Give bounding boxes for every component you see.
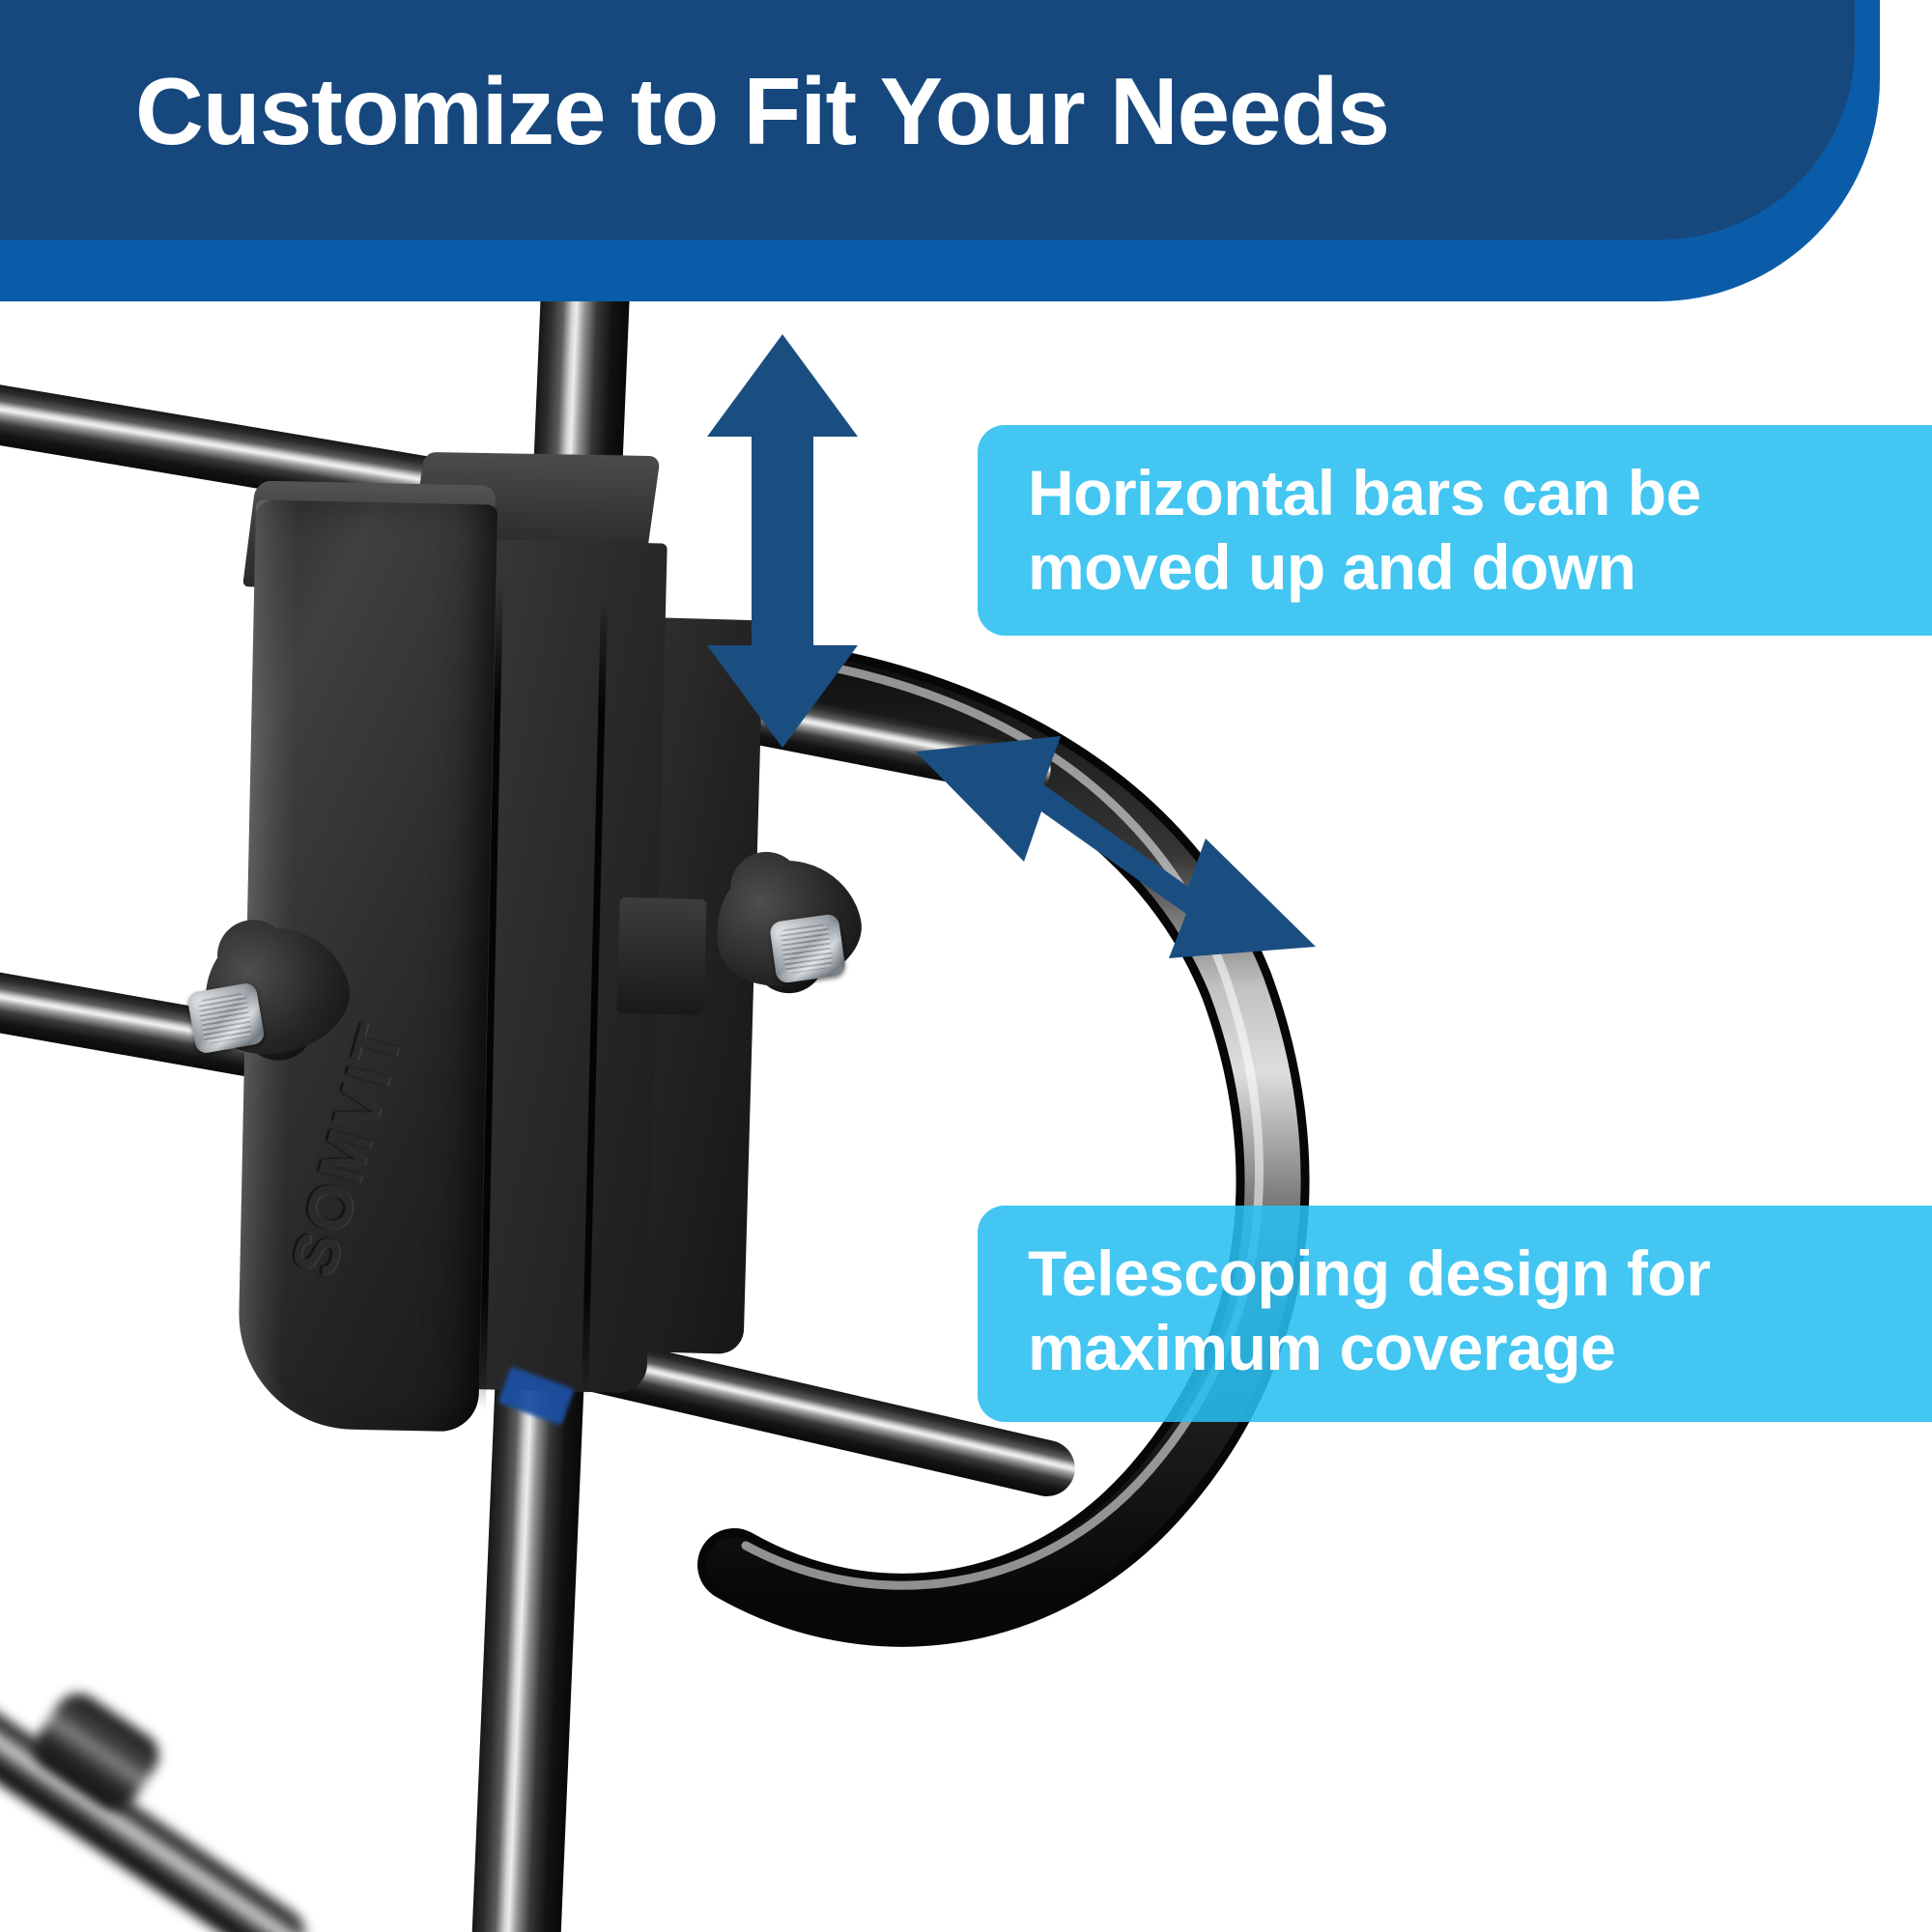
bolt-head-right xyxy=(768,913,847,984)
callout-1-line-2: moved up and down xyxy=(1028,531,1636,604)
vertical-double-arrow-icon xyxy=(707,334,858,748)
callout-telescoping-design: Telescoping design for maximum coverage xyxy=(978,1206,1932,1422)
header-banner-primary xyxy=(0,0,1855,240)
callout-2-line-1: Telescoping design for xyxy=(1028,1237,1711,1309)
bracket-notch xyxy=(616,896,707,1016)
callout-horizontal-bars: Horizontal bars can be moved up and down xyxy=(978,425,1932,636)
callout-1-line-1: Horizontal bars can be xyxy=(1028,457,1701,528)
page-title: Customize to Fit Your Needs xyxy=(135,58,1390,164)
diagonal-double-arrow-icon xyxy=(916,736,1316,958)
bolt-head-left xyxy=(185,981,267,1055)
callout-2-line-2: maximum coverage xyxy=(1028,1312,1616,1384)
